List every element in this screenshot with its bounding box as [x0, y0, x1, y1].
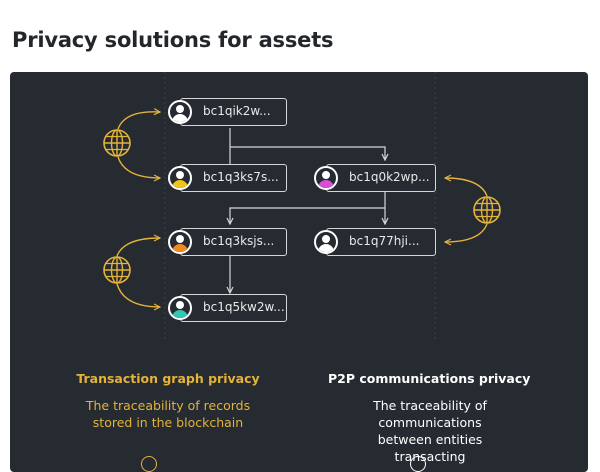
person-avatar-icon [168, 166, 192, 190]
transaction-graph-icon [141, 456, 157, 472]
address-node-n6[interactable]: bc1q5kw2w... [168, 294, 287, 322]
transaction-graph-description: The traceability of records stored in th… [85, 398, 251, 430]
person-avatar-icon [168, 296, 192, 320]
connector-n1-n3 [230, 146, 385, 160]
globe-icon [473, 196, 501, 224]
transaction-diagram [103, 72, 501, 342]
gold-link-1 [117, 112, 160, 130]
transaction-graph-title: Transaction graph privacy [76, 371, 260, 386]
address-label: bc1qik2w... [203, 104, 271, 118]
globe-icon [103, 129, 131, 157]
address-node-n2[interactable]: bc1q3ks7s... [168, 164, 287, 192]
address-label: bc1q5kw2w... [203, 300, 285, 314]
gold-link-4 [116, 283, 160, 307]
address-label: bc1q3ksjs... [203, 234, 275, 248]
diagram-panel: bc1qik2w... bc1q3ks7s... bc1q0k2wp... bc… [10, 72, 588, 472]
address-node-n1[interactable]: bc1qik2w... [168, 98, 287, 126]
globe-icon [103, 256, 131, 284]
person-avatar-icon [314, 230, 338, 254]
page-title: Privacy solutions for assets [12, 28, 334, 52]
address-node-n5[interactable]: bc1q77hji... [314, 228, 436, 256]
person-avatar-icon [314, 166, 338, 190]
gold-link-2 [117, 156, 160, 178]
address-node-n4[interactable]: bc1q3ksjs... [168, 228, 287, 256]
gold-link-3 [116, 238, 160, 257]
connector-n3-n4 [230, 207, 385, 224]
person-avatar-icon [168, 100, 192, 124]
address-node-n3[interactable]: bc1q0k2wp... [314, 164, 436, 192]
address-label: bc1q3ks7s... [203, 170, 279, 184]
p2p-communications-title: P2P communications privacy [328, 371, 531, 386]
address-label: bc1q77hji... [349, 234, 420, 248]
p2p-communications-description: The traceability of communications betwe… [373, 398, 487, 464]
gold-link-6 [445, 223, 488, 242]
gold-link-5 [445, 178, 488, 197]
person-avatar-icon [168, 230, 192, 254]
p2p-communications-icon [410, 456, 426, 472]
address-label: bc1q0k2wp... [349, 170, 430, 184]
